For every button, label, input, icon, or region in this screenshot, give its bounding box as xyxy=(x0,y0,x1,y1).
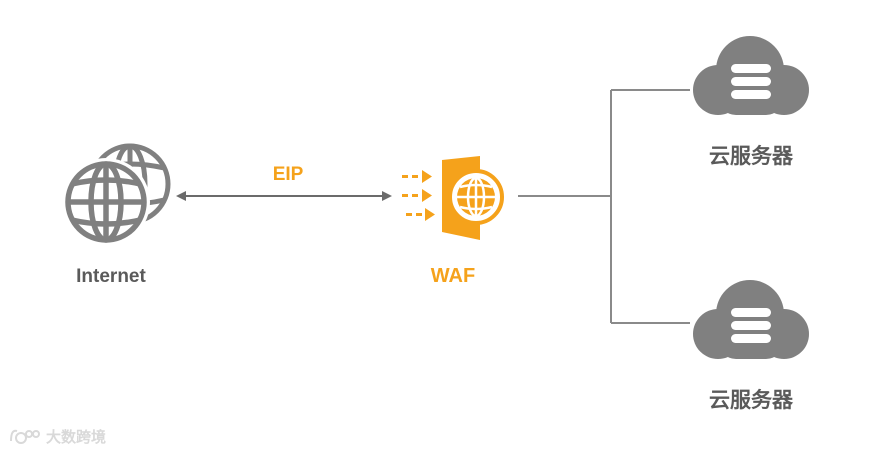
shield-globe-icon xyxy=(402,156,504,240)
cloud-server-icon xyxy=(693,36,809,115)
watermark-text: 大数跨境 xyxy=(46,427,107,446)
watermark: 大数跨境 xyxy=(8,424,106,448)
internet-label: Internet xyxy=(76,266,146,287)
cloud-server-icon xyxy=(693,280,809,359)
eip-connection xyxy=(176,191,392,201)
waf-label: WAF xyxy=(431,265,475,287)
server-top-label: 云服务器 xyxy=(709,144,794,168)
globe-icon xyxy=(62,143,171,246)
server-bottom-label: 云服务器 xyxy=(709,388,794,412)
eip-label: EIP xyxy=(273,164,304,185)
server-connectors xyxy=(518,89,690,324)
watermark-logo-icon xyxy=(10,429,40,444)
